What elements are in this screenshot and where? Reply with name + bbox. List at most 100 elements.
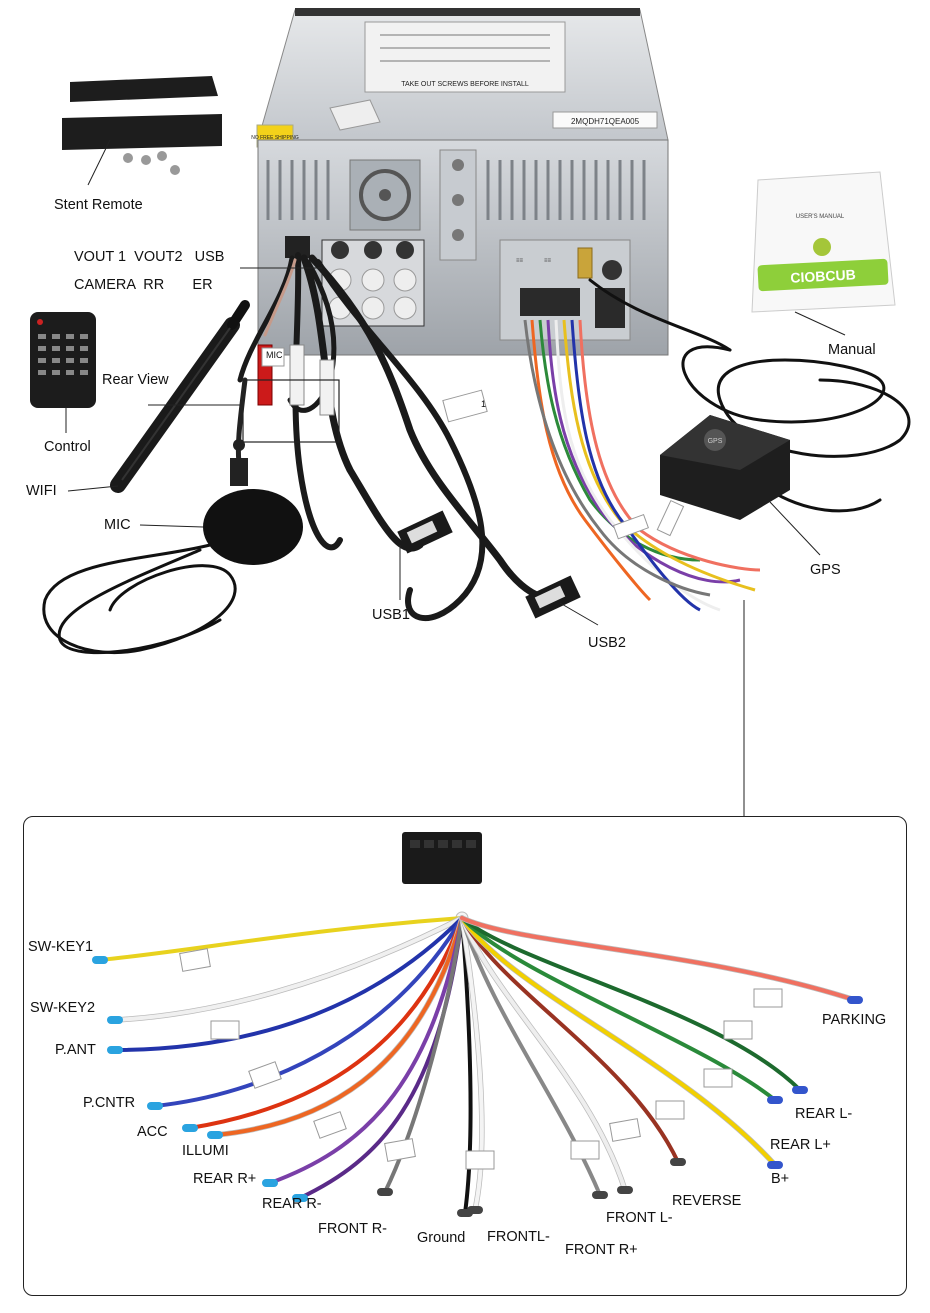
harness-wire-left-1 [113,916,464,1022]
wire-terminal-bottom-0 [377,1188,393,1196]
manual-brand: CIOBCUB [790,266,856,285]
wire-label-front-r-minus: FRONT R- [318,1221,388,1237]
wire-terminal-bottom-5 [670,1158,686,1166]
wire-tag-2 [248,1061,282,1089]
harness-photo-wires [523,319,761,612]
wire-tag-3 [313,1111,347,1139]
microphone [203,439,303,565]
cable-tag-text: 1 [481,399,487,409]
wifi-label: WIFI [26,483,57,499]
mic-label: MIC [104,517,131,533]
wire-terminal-left-6 [262,1179,278,1187]
wire-tag-1 [210,1020,240,1040]
gps-sma-connector [577,247,593,279]
unit-info-label [364,21,566,93]
rca-plug-white [289,344,305,406]
wire-tag-5 [465,1150,495,1170]
svg-text:≡≡: ≡≡ [544,258,552,264]
wire-terminal-right-2 [792,1086,808,1094]
wire-tag-7 [609,1118,641,1142]
manual-title: USER'S MANUAL [796,214,845,220]
wire-label-acc: ACC [137,1124,168,1140]
wire-label-front-l-minus-b: FRONTL- [487,1229,550,1245]
qa-sticker [329,99,381,131]
rear-view-box [242,379,340,443]
harness-wire-right-3 [460,916,857,1002]
wire-terminal-left-2 [107,1046,123,1054]
corner-label-text: NO FREE SHIPPING [251,135,299,141]
harness-wire-left-3 [153,916,464,1108]
wire-tag-9 [703,1068,733,1088]
stent-brackets [62,76,222,175]
wire-label-reverse: REVERSE [672,1193,742,1209]
usb1-connector [397,510,453,554]
cable-bundle [42,252,911,655]
harness-wire-left-2 [113,916,464,1052]
harness-wire-left-6 [268,916,464,1185]
wire-terminal-bottom-4 [617,1186,633,1194]
serial-sticker [552,111,658,129]
wire-tag-6 [570,1140,600,1160]
wire-terminal-right-1 [767,1096,783,1104]
wire-label-p-ant: P.ANT [55,1042,96,1058]
serial-number: 2MQDH71QEA005 [571,117,640,126]
head-unit: TAKE OUT SCREWS BEFORE INSTALL 2MQDH71QE… [251,8,669,356]
harness-wire-left-4 [188,916,464,1130]
iso-connector [520,288,580,316]
harness-wire-right-2 [460,916,802,1092]
harness-wire-bottom-4 [460,916,627,1192]
harness-wire-bottom-1 [460,916,473,1215]
wire-label-parking: PARKING [822,1012,887,1028]
wire-tag-10 [723,1020,753,1040]
mic-cable-tag-text: MIC [266,350,283,360]
harness-wire-bottom-5 [460,916,680,1164]
unit-front-edge [295,8,640,16]
cooling-vents [266,160,646,220]
wifi-antenna [110,300,250,493]
vout-row-label: VOUT 1 VOUT2 USB [74,249,225,265]
wire-label-p-cntr: P.CNTR [83,1095,136,1111]
wire-terminal-left-1 [107,1016,123,1024]
wire-terminal-right-0 [767,1161,783,1169]
camera-row-label: CAMERA RR ER [74,277,213,293]
wire-terminal-left-5 [207,1131,223,1139]
wire-label-illumi: ILLUMI [182,1143,229,1159]
wire-tag-11 [753,988,783,1008]
wire-label-front-r-plus: FRONT R+ [565,1242,638,1258]
harness-panel [23,816,907,1296]
harness-wire-left-5 [213,916,464,1137]
unit-warning-text: TAKE OUT SCREWS BEFORE INSTALL [401,81,529,88]
harness-wire-right-1 [460,916,777,1102]
wire-label-front-l-minus: FRONT L- [606,1210,673,1226]
wire-label-sw-key2: SW-KEY2 [30,1000,96,1016]
leader-lines [65,139,846,816]
wire-label-rear-l-minus: REAR L- [795,1106,853,1122]
wire-tag-8 [655,1100,685,1120]
harness-detail [92,832,863,1217]
gps-module: GPS [660,415,790,520]
usb2-label: USB2 [588,635,626,651]
wire-label-rear-l-plus: REAR L+ [770,1137,831,1153]
wire-terminal-left-4 [182,1124,198,1132]
fan-icon [359,169,411,221]
control-label: Control [44,439,91,455]
usb1-label: USB1 [372,607,410,623]
wire-terminal-bottom-2 [467,1206,483,1214]
harness-wire-right-0 [460,916,777,1167]
stent-remote-label: Stent Remote [54,197,143,213]
manual-label: Manual [828,342,876,358]
rca-jacks [328,268,417,320]
wire-terminal-right-3 [847,996,863,1004]
wire-tag-4 [384,1138,416,1162]
cable-tag [442,389,488,423]
pigtail-plug [285,236,310,258]
wire-terminal-left-3 [147,1102,163,1110]
gps-badge: GPS [708,438,723,445]
harness-wire-bottom-2 [460,916,484,1212]
wire-terminal-left-7 [292,1194,308,1202]
wire-label-b-plus: B+ [771,1171,790,1187]
svg-text:≡≡: ≡≡ [516,258,524,264]
harness-wire-left-0 [98,916,464,962]
rear-view-label: Rear View [102,372,169,388]
